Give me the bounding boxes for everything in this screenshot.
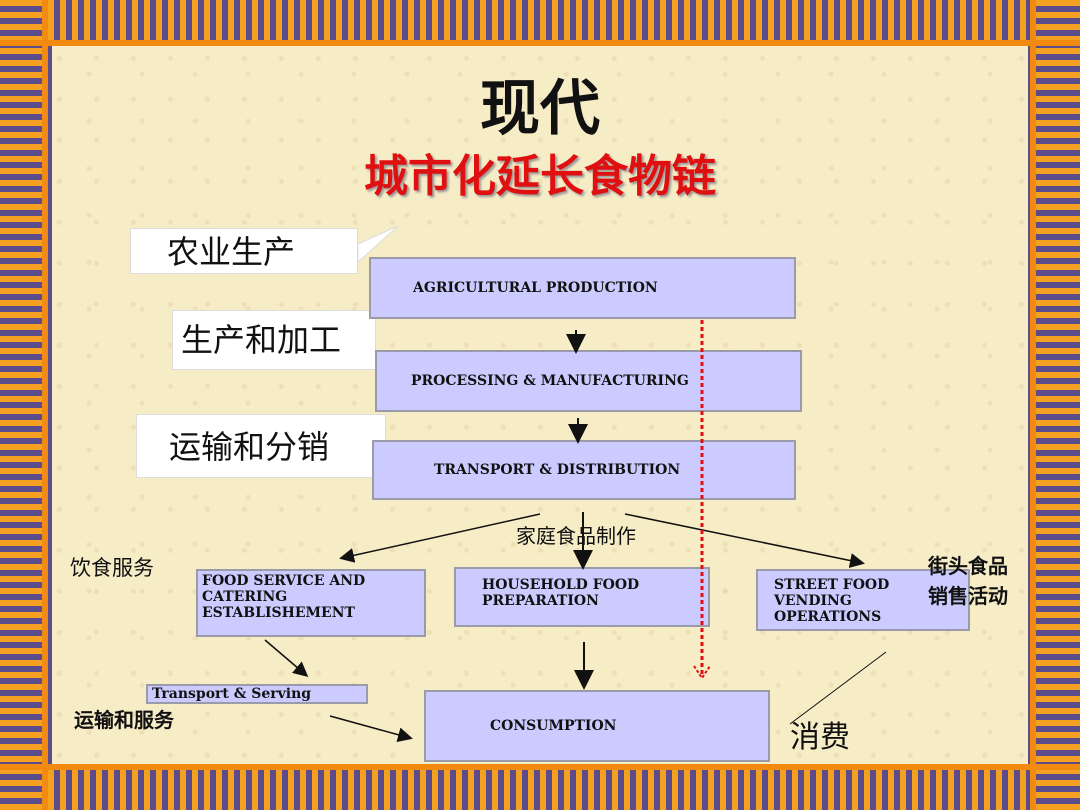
bottom-orange-rule xyxy=(0,764,1080,770)
food-service-cn-label: 饮食服务 xyxy=(70,556,154,580)
arrow-trans-foodservice xyxy=(339,513,541,563)
line-street-consumption xyxy=(789,651,887,725)
proc-cn-label: 生产和加工 xyxy=(172,310,376,370)
street-cn-label-1: 街头食品 xyxy=(928,554,1008,578)
arrow-trans-street xyxy=(624,513,865,568)
transport-serving-cn-label: 运输和服务 xyxy=(74,708,174,732)
agri-cn-label: 农业生产 xyxy=(130,228,358,274)
household-cn-label: 家庭食品制作 xyxy=(516,524,636,548)
box-consumption: CONSUMPTION xyxy=(424,690,770,762)
content-panel xyxy=(52,46,1028,764)
right-orange-rule xyxy=(1030,0,1036,810)
title-line1: 现代 xyxy=(480,74,600,144)
top-orange-rule xyxy=(0,40,1080,46)
box-household: HOUSEHOLD FOOD PREPARATION xyxy=(454,567,710,627)
street-cn-label-2: 销售活动 xyxy=(928,584,1008,608)
box-street-food: STREET FOOD VENDING OPERATIONS xyxy=(756,569,970,631)
arrow-foodservice-transport xyxy=(264,639,309,677)
top-border xyxy=(0,0,1080,44)
left-border xyxy=(0,0,46,810)
box-food-service: FOOD SERVICE AND CATERING ESTABLISHEMENT xyxy=(196,569,426,637)
box-agricultural-production: AGRICULTURAL PRODUCTION xyxy=(369,257,796,319)
box-processing: PROCESSING & MANUFACTURING xyxy=(375,350,802,412)
title-line2: 城市化延长食物链 xyxy=(364,151,716,202)
box-transport-serving: Transport & Serving xyxy=(146,684,368,704)
callout-pointer xyxy=(357,225,399,264)
right-border xyxy=(1034,0,1080,810)
left-orange-rule xyxy=(42,0,48,810)
consumption-cn-label: 消费 xyxy=(790,720,850,755)
arrow-transport-consumption xyxy=(329,715,413,743)
trans-cn-label: 运输和分销 xyxy=(136,414,386,478)
bottom-border xyxy=(0,766,1080,810)
